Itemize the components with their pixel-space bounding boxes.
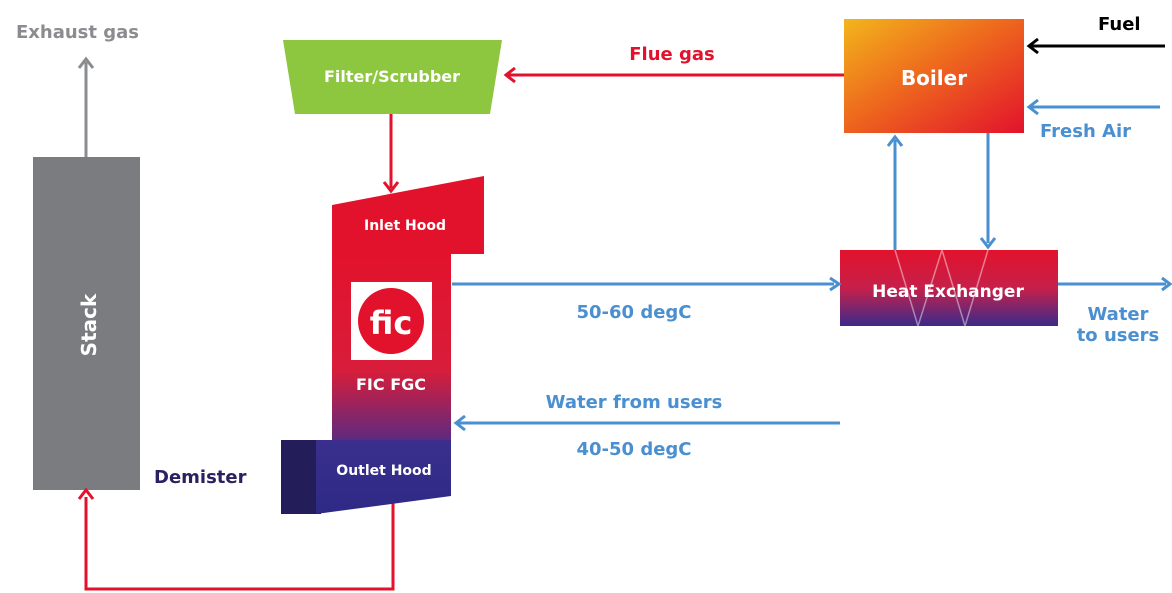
fresh-air-arrow-head bbox=[1026, 98, 1039, 116]
water-to-users-arrow-head bbox=[1161, 276, 1172, 292]
water-from-users-arrow-head bbox=[453, 414, 466, 432]
fic-logo-circle bbox=[358, 288, 424, 354]
filter-scrubber-shape bbox=[283, 40, 502, 114]
fuel-label: Fuel bbox=[1098, 14, 1141, 35]
heat-exchanger-box bbox=[840, 250, 1058, 326]
temp-out-label: 50-60 degC bbox=[576, 302, 691, 323]
water-from-users-label: Water from users bbox=[546, 392, 723, 413]
inlet-hood-label: Inlet Hood bbox=[364, 218, 446, 234]
fic-fgc-label: FIC FGC bbox=[356, 375, 426, 394]
water-to-users-label-2: to users bbox=[1077, 325, 1160, 346]
stack-return-arrow-head bbox=[77, 487, 95, 500]
temp-in-label: 40-50 degC bbox=[576, 439, 691, 460]
exhaust-gas-label: Exhaust gas bbox=[16, 22, 139, 43]
boiler-box bbox=[844, 19, 1024, 133]
boiler-to-hx-arrow-head bbox=[979, 237, 997, 250]
demister-block bbox=[281, 440, 321, 514]
hx-to-boiler-arrow-head bbox=[886, 134, 904, 147]
inlet-hood-shape bbox=[332, 176, 484, 254]
outlet-hood-label: Outlet Hood bbox=[336, 463, 431, 479]
fic-logo-text: fic bbox=[370, 304, 413, 342]
filter-scrubber-label: Filter/Scrubber bbox=[324, 67, 460, 86]
filter-to-inlet-arrow-head bbox=[382, 181, 400, 194]
heat-exchanger-coil bbox=[894, 247, 989, 329]
stack-return-line bbox=[84, 497, 395, 591]
boiler-label: Boiler bbox=[901, 66, 967, 90]
stack-column bbox=[33, 157, 140, 490]
stack-label: Stack bbox=[77, 293, 101, 356]
exhaust-arrow-head bbox=[77, 56, 95, 69]
flue-gas-label: Flue gas bbox=[629, 44, 715, 65]
fuel-arrow-head bbox=[1026, 37, 1039, 55]
flue-gas-arrow-head bbox=[503, 66, 516, 84]
demister-label: Demister bbox=[154, 467, 247, 488]
heat-exchanger-label: Heat Exchanger bbox=[872, 282, 1024, 302]
outlet-hood-shape bbox=[316, 440, 451, 514]
fresh-air-label: Fresh Air bbox=[1040, 121, 1131, 142]
fgc-to-hx-arrow-head bbox=[829, 276, 842, 292]
water-to-users-label-1: Water bbox=[1087, 304, 1148, 325]
